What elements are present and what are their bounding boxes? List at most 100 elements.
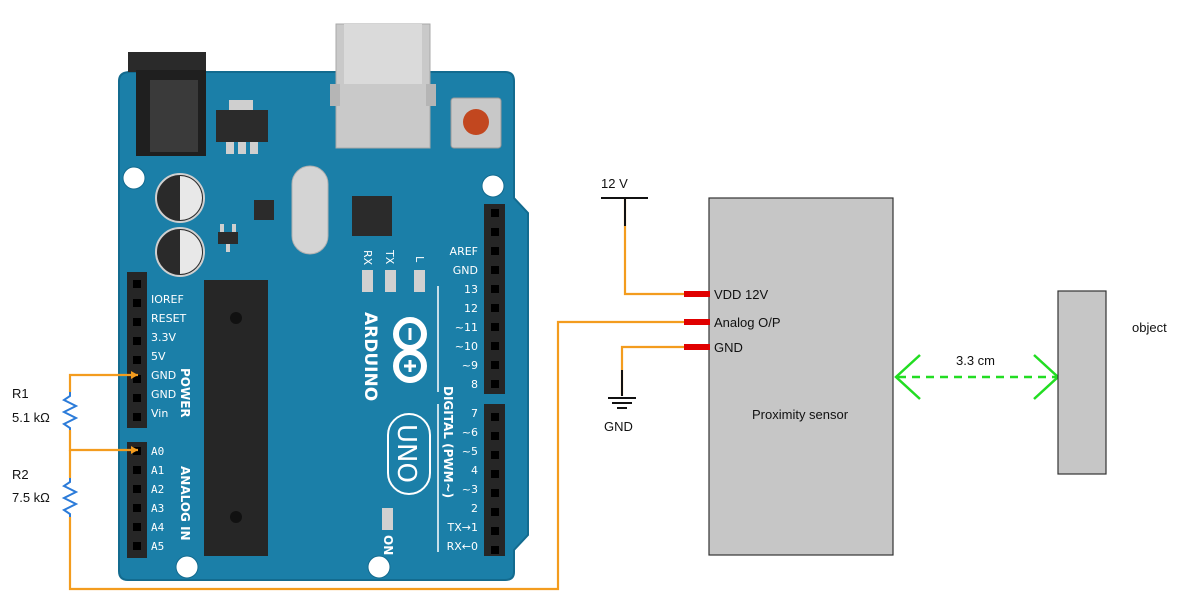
usb-chip <box>352 196 392 236</box>
pin-reset: RESET <box>151 312 187 325</box>
resistor-r1: R1 5.1 kΩ <box>12 386 79 430</box>
header-pin-socket <box>491 266 499 274</box>
analog-section-label: ANALOG IN <box>178 466 192 541</box>
header-pin-socket <box>133 375 141 383</box>
header-pin-socket <box>491 304 499 312</box>
distance-label: 3.3 cm <box>956 353 995 368</box>
power-jack <box>128 52 206 156</box>
pin-a4: A4 <box>151 521 165 534</box>
header-pin-socket <box>491 546 499 554</box>
header-pin-socket <box>133 318 141 326</box>
sensor-pin-vdd-label: VDD 12V <box>714 287 769 302</box>
supply-label: 12 V <box>601 176 628 191</box>
uno-logo: UNO <box>387 413 431 495</box>
wire-12v-vdd <box>623 198 686 296</box>
header-pin-socket <box>491 413 499 421</box>
led-tx <box>385 270 396 292</box>
header-pin-socket <box>133 299 141 307</box>
power-header <box>127 272 147 428</box>
header-pin-socket <box>133 466 141 474</box>
model-label: UNO <box>391 424 421 483</box>
sensor-body <box>708 197 894 556</box>
header-pin-socket <box>133 280 141 288</box>
on-label: ON <box>381 535 395 555</box>
pin-2: 2 <box>471 502 478 515</box>
mounting-hole <box>175 555 199 579</box>
crystal-oscillator <box>291 165 329 255</box>
pin-11: ~11 <box>455 321 478 334</box>
header-pin-sockets <box>133 209 499 554</box>
header-pin-socket <box>133 394 141 402</box>
capacitor <box>155 227 205 277</box>
header-pin-socket <box>491 247 499 255</box>
wire-r2-analog-out <box>68 320 686 591</box>
pin-gnd-1: GND <box>151 369 176 382</box>
pin-6: ~6 <box>462 426 478 439</box>
pin-9: ~9 <box>462 359 478 372</box>
brand-label: ARDUINO <box>360 312 380 401</box>
power-section-label: POWER <box>178 368 192 418</box>
header-pin-socket <box>133 523 141 531</box>
proximity-sensor: VDD 12V Analog O/P GND Proximity sensor <box>684 197 894 556</box>
sensor-pin-gnd-label: GND <box>714 340 743 355</box>
object-label: object <box>1132 320 1167 335</box>
atmega-chip <box>204 280 268 556</box>
led-l-label: L <box>413 256 426 263</box>
wire-gnd-sensor <box>620 345 686 396</box>
sensor-pin-analog-label: Analog O/P <box>714 315 781 330</box>
header-pin-socket <box>491 470 499 478</box>
usb-connector <box>330 23 436 149</box>
resistor-r2: R2 7.5 kΩ <box>12 450 79 517</box>
led-rx-label: RX <box>361 250 374 266</box>
pin-a5: A5 <box>151 540 164 553</box>
ground-symbol: GND <box>604 370 636 434</box>
analog-pin-labels: A0 A1 A2 A3 A4 A5 <box>151 445 165 553</box>
header-pin-socket <box>133 504 141 512</box>
pin-a3: A3 <box>151 502 164 515</box>
digital-header-bottom <box>484 404 505 556</box>
transistor <box>218 224 238 252</box>
object-block: object <box>1057 290 1167 475</box>
arduino-logo: ARDUINO <box>360 312 427 401</box>
header-pin-socket <box>133 413 141 421</box>
digital-pin-labels-bottom: 7 ~6 ~5 4 ~3 2 TX→1 RX←0 <box>447 407 478 553</box>
digital-pin-labels-top: AREF GND 13 12 ~11 ~10 ~9 8 <box>450 245 478 391</box>
r1-value: 5.1 kΩ <box>12 410 50 425</box>
wire-arrowhead <box>131 446 138 454</box>
header-pin-socket <box>491 342 499 350</box>
r2-name: R2 <box>12 467 29 482</box>
supply-12v-symbol: 12 V <box>601 176 648 226</box>
pin-gnd-d: GND <box>453 264 478 277</box>
pin-a0: A0 <box>151 445 164 458</box>
pin-5v: 5V <box>151 350 166 363</box>
pin-aref: AREF <box>450 245 478 258</box>
pin-3v3: 3.3V <box>151 331 176 344</box>
pin-vin: Vin <box>151 407 168 420</box>
pin-1-tx: TX→1 <box>447 521 478 534</box>
mounting-hole <box>367 555 391 579</box>
pin-8: 8 <box>471 378 478 391</box>
mounting-hole <box>481 174 505 198</box>
header-pin-socket <box>491 228 499 236</box>
capacitor <box>155 173 205 223</box>
sensor-pin-analog <box>684 319 710 325</box>
header-pin-socket <box>491 527 499 535</box>
analog-header <box>127 442 147 558</box>
header-pin-socket <box>491 380 499 388</box>
pin-12: 12 <box>464 302 478 315</box>
sensor-name: Proximity sensor <box>752 407 849 422</box>
pin-10: ~10 <box>455 340 478 353</box>
voltage-regulator <box>216 100 268 154</box>
header-pin-socket <box>491 432 499 440</box>
led-on <box>382 508 393 530</box>
header-pin-socket <box>133 485 141 493</box>
distance-arrow: 3.3 cm <box>894 353 1060 400</box>
header-pin-socket <box>491 489 499 497</box>
pin-7: 7 <box>471 407 478 420</box>
digital-header-top <box>484 204 505 394</box>
power-pin-labels: IOREF RESET 3.3V 5V GND GND Vin <box>151 293 187 420</box>
header-pin-socket <box>491 361 499 369</box>
sensor-pin-gnd <box>684 344 710 350</box>
led-rx <box>362 270 373 292</box>
